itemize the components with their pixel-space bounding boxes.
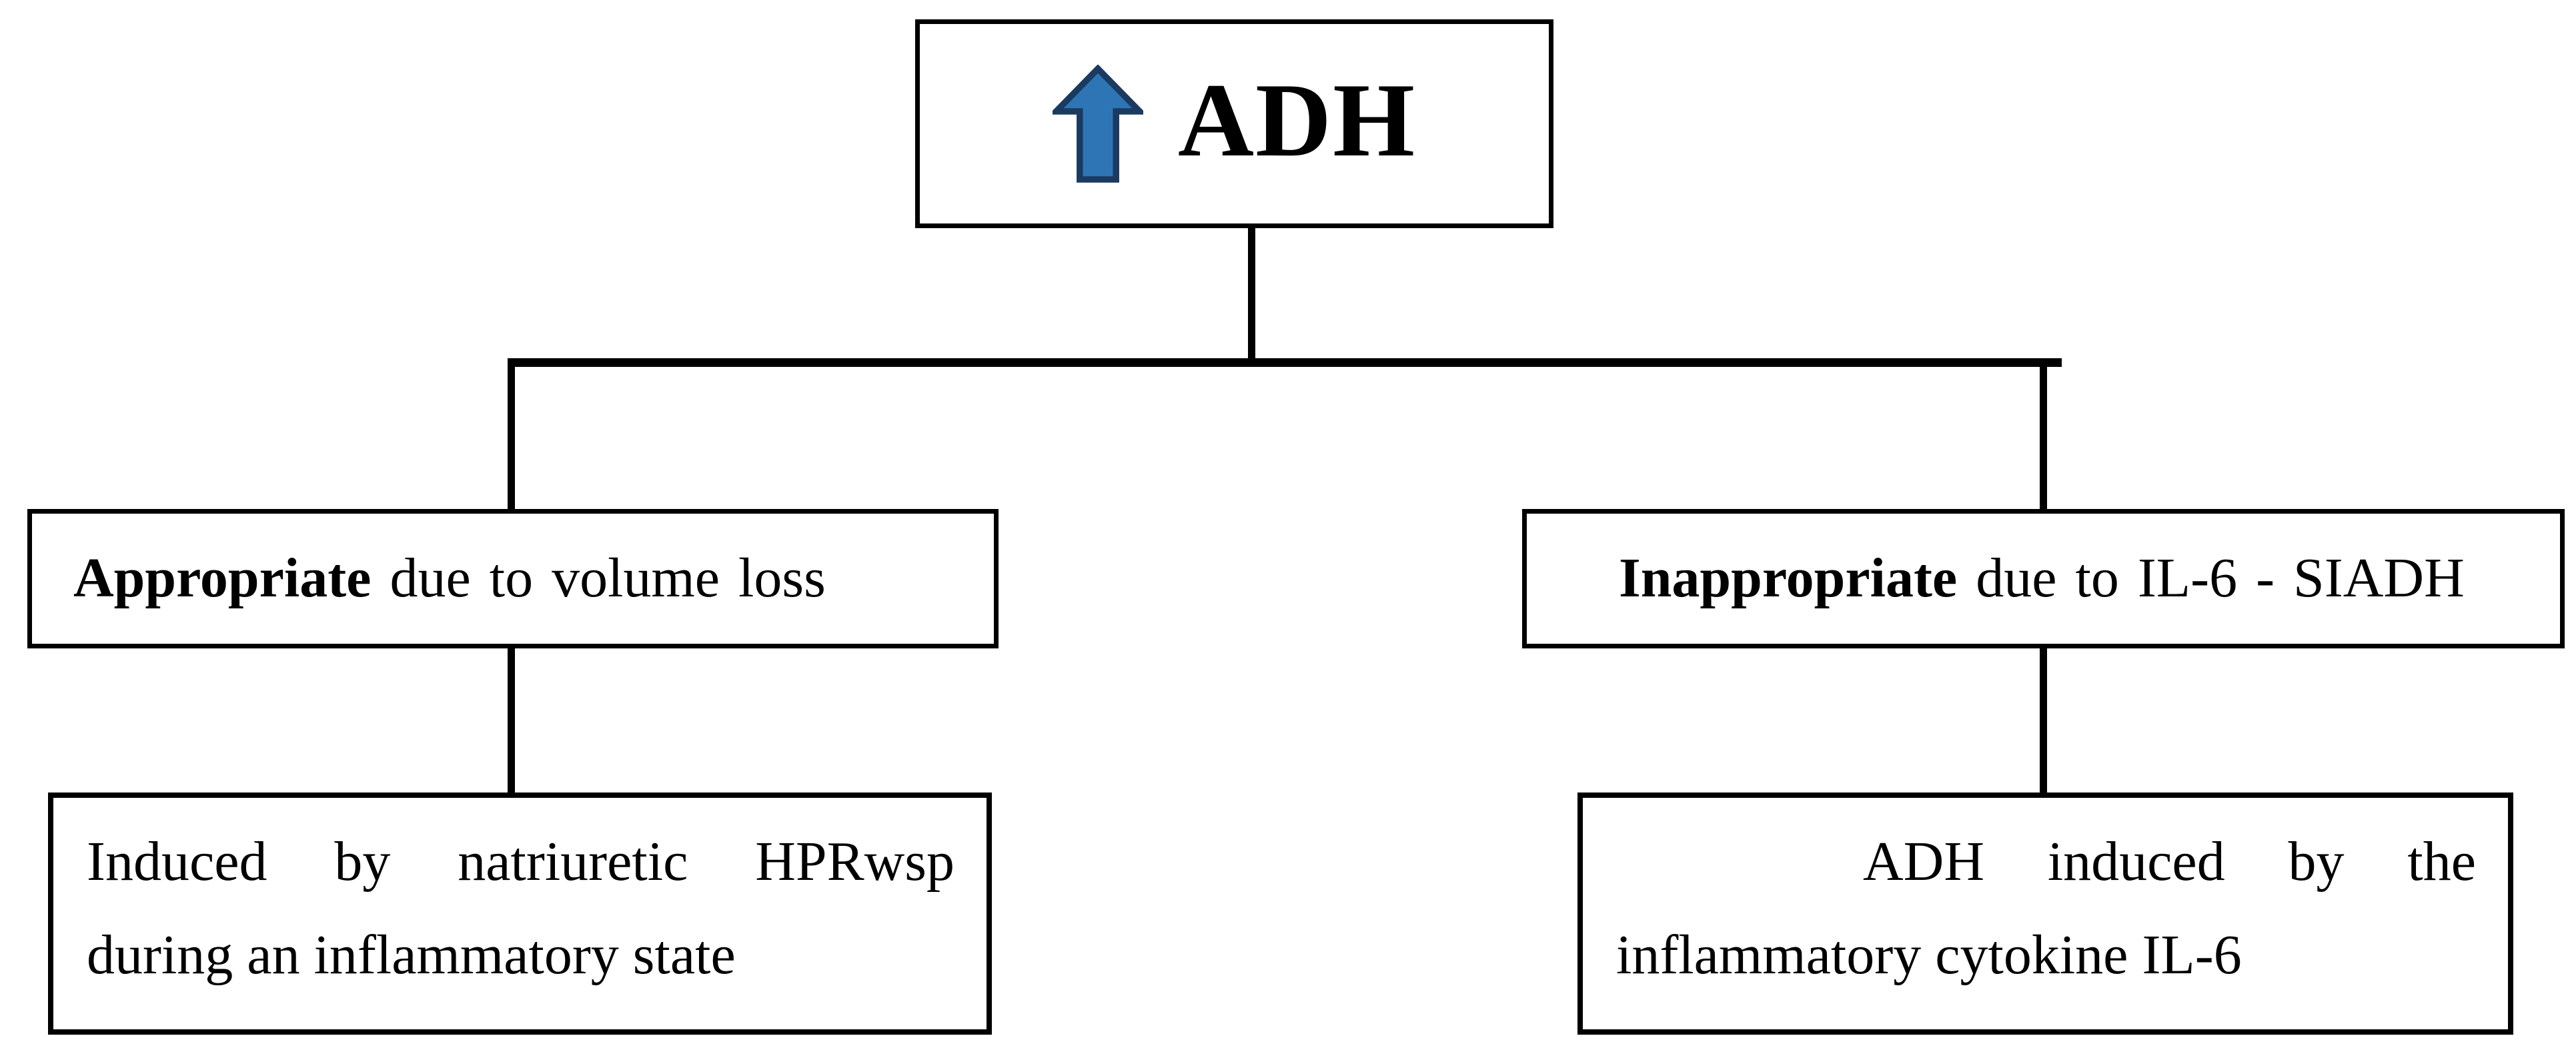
left-detail-box: Induced by natriuretic HPRwsp during an …: [48, 793, 992, 1035]
right-condition-box: Inappropriate due to IL-6 - SIADH: [1522, 509, 2565, 648]
root-label: ADH: [1177, 61, 1417, 179]
left-condition-keyword: Appropriate: [73, 547, 372, 610]
connector-root-vertical: [1248, 223, 1255, 362]
right-condition-keyword: Inappropriate: [1619, 547, 1958, 610]
root-box-increased-adh: ADH: [915, 19, 1553, 228]
right-detail-line1: ADH induced by the: [1863, 831, 2476, 893]
connector-left-lower-vertical: [508, 644, 515, 797]
left-detail-line1: Induced by natriuretic HPRwsp: [87, 831, 954, 893]
left-condition-box: Appropriate due to volume loss: [27, 509, 999, 648]
left-condition-text: Appropriate due to volume loss: [73, 548, 826, 609]
connector-left-upper-vertical: [508, 362, 515, 514]
right-detail-box: ADH induced by the inflammatory cytokine…: [1577, 793, 2513, 1035]
up-arrow-icon: [1052, 64, 1143, 183]
connector-right-upper-vertical: [2040, 362, 2047, 514]
left-condition-rest: due to volume loss: [371, 547, 826, 610]
right-detail-line2: inflammatory cytokine IL-6: [1616, 924, 2242, 986]
connector-right-lower-vertical: [2040, 644, 2047, 797]
left-detail-line2: during an inflammatory state: [87, 924, 736, 986]
right-condition-text: Inappropriate due to IL-6 - SIADH: [1619, 548, 2465, 609]
connector-horizontal-bar: [508, 358, 2062, 367]
right-condition-rest: due to IL-6 - SIADH: [1957, 547, 2465, 610]
up-arrow-shape: [1052, 64, 1143, 183]
